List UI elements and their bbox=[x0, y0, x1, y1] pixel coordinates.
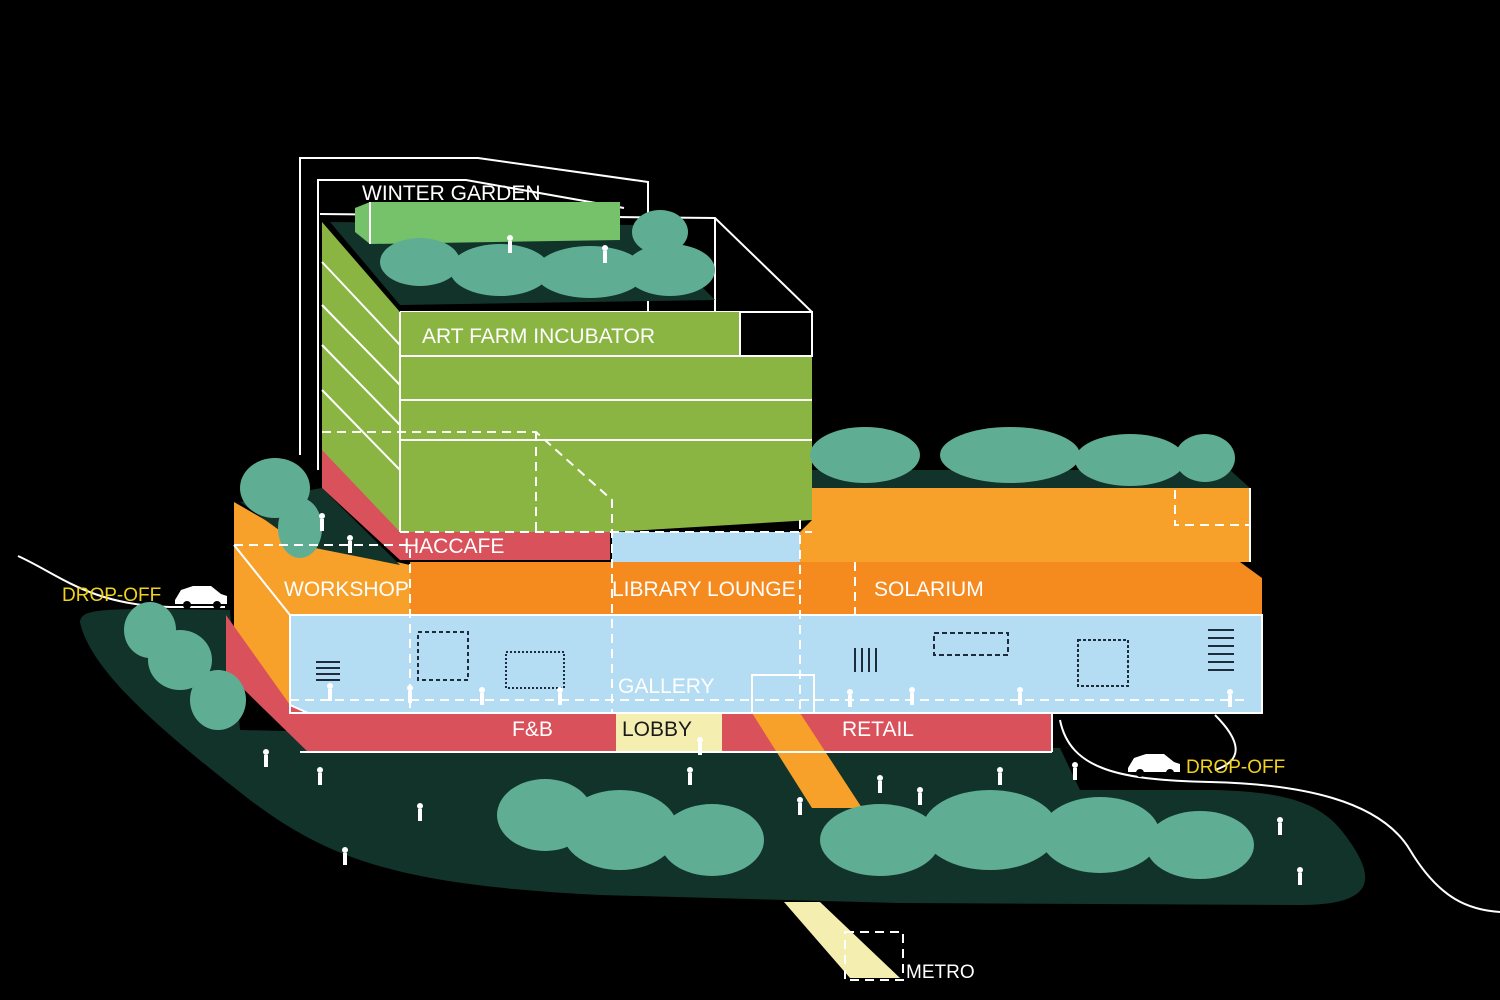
label-dropoff-left: DROP-OFF bbox=[62, 585, 161, 606]
art-farm-incubator-volume bbox=[322, 222, 812, 532]
right-roof-trees bbox=[810, 427, 1235, 486]
tower-roof-trees bbox=[380, 210, 715, 298]
label-solarium: SOLARIUM bbox=[874, 578, 984, 601]
entrance-stair bbox=[752, 713, 862, 808]
workshop-volume bbox=[234, 502, 410, 705]
label-fnb: F&B bbox=[512, 718, 553, 741]
ground-trees bbox=[124, 602, 1254, 879]
metro-ramp bbox=[784, 902, 900, 978]
tree-icon bbox=[1075, 434, 1185, 486]
ground-floor-left-side bbox=[226, 615, 308, 752]
person-icon bbox=[917, 787, 923, 805]
person-icon bbox=[327, 683, 333, 701]
label-lobby: LOBBY bbox=[622, 718, 692, 741]
tree-icon bbox=[190, 670, 246, 730]
car-icon bbox=[1128, 754, 1180, 777]
person-icon bbox=[507, 235, 513, 253]
label-art-farm-incubator: ART FARM INCUBATOR bbox=[422, 325, 655, 348]
person-icon bbox=[317, 767, 323, 785]
tree-icon bbox=[1175, 434, 1235, 482]
tree-icon bbox=[535, 246, 645, 298]
winter-garden-frame-inner bbox=[317, 179, 625, 470]
blue-mid-strip bbox=[612, 532, 800, 562]
label-library-lounge: LIBRARY LOUNGE bbox=[612, 578, 796, 601]
person-icon bbox=[997, 767, 1003, 785]
people bbox=[263, 235, 1303, 885]
person-icon bbox=[557, 687, 563, 705]
tree-icon bbox=[562, 790, 678, 870]
person-icon bbox=[909, 687, 915, 705]
tree-icon bbox=[450, 244, 550, 296]
left-roof-trees bbox=[240, 458, 322, 558]
person-icon bbox=[697, 737, 703, 755]
person-icon bbox=[687, 767, 693, 785]
tree-icon bbox=[820, 804, 940, 876]
label-metro: METRO bbox=[906, 962, 975, 983]
tree-icon bbox=[1146, 811, 1254, 879]
tree-icon bbox=[922, 790, 1058, 870]
road-line-right bbox=[1059, 719, 1500, 913]
car-icon bbox=[175, 586, 227, 609]
person-icon bbox=[417, 803, 423, 821]
label-retail: RETAIL bbox=[842, 718, 914, 741]
metro-box bbox=[844, 931, 904, 981]
person-icon bbox=[319, 513, 325, 531]
person-icon bbox=[263, 749, 269, 767]
tree-icon bbox=[660, 804, 764, 876]
tree-icon bbox=[380, 238, 460, 286]
label-haccafe: HACCAFE bbox=[404, 535, 504, 558]
tree-icon bbox=[940, 427, 1080, 483]
tree-icon bbox=[625, 244, 715, 296]
label-gallery: GALLERY bbox=[618, 675, 715, 698]
person-icon bbox=[1072, 762, 1078, 780]
person-icon bbox=[1277, 817, 1283, 835]
person-icon bbox=[347, 535, 353, 553]
tree-icon bbox=[148, 630, 212, 690]
upper-orange-volume bbox=[800, 488, 1250, 562]
person-icon bbox=[479, 687, 485, 705]
gallery-volume bbox=[290, 615, 1262, 713]
library-lounge-band bbox=[290, 562, 1262, 615]
tree-icon bbox=[810, 427, 920, 483]
tree-icon bbox=[632, 210, 688, 254]
label-workshop: WORKSHOP bbox=[284, 578, 409, 601]
person-icon bbox=[407, 685, 413, 703]
person-icon bbox=[847, 689, 853, 707]
fnb-volume bbox=[308, 713, 616, 753]
tower-floor-lines bbox=[321, 261, 813, 532]
lobby-volume bbox=[616, 713, 722, 753]
person-icon bbox=[1227, 689, 1233, 707]
tree-icon bbox=[278, 498, 322, 558]
person-icon bbox=[342, 847, 348, 865]
gallery-artworks bbox=[316, 629, 1234, 689]
building-outlines bbox=[233, 488, 1263, 753]
person-icon bbox=[1017, 687, 1023, 705]
person-icon bbox=[877, 775, 883, 793]
tree-icon bbox=[1040, 797, 1160, 873]
road-line-right-inner bbox=[1214, 714, 1237, 771]
person-icon bbox=[1297, 867, 1303, 885]
winter-garden-greenhouse bbox=[355, 202, 620, 244]
label-winter-garden: WINTER GARDEN bbox=[362, 182, 541, 205]
person-icon bbox=[602, 245, 608, 263]
label-dropoff-right: DROP-OFF bbox=[1186, 757, 1285, 778]
person-icon bbox=[797, 797, 803, 815]
